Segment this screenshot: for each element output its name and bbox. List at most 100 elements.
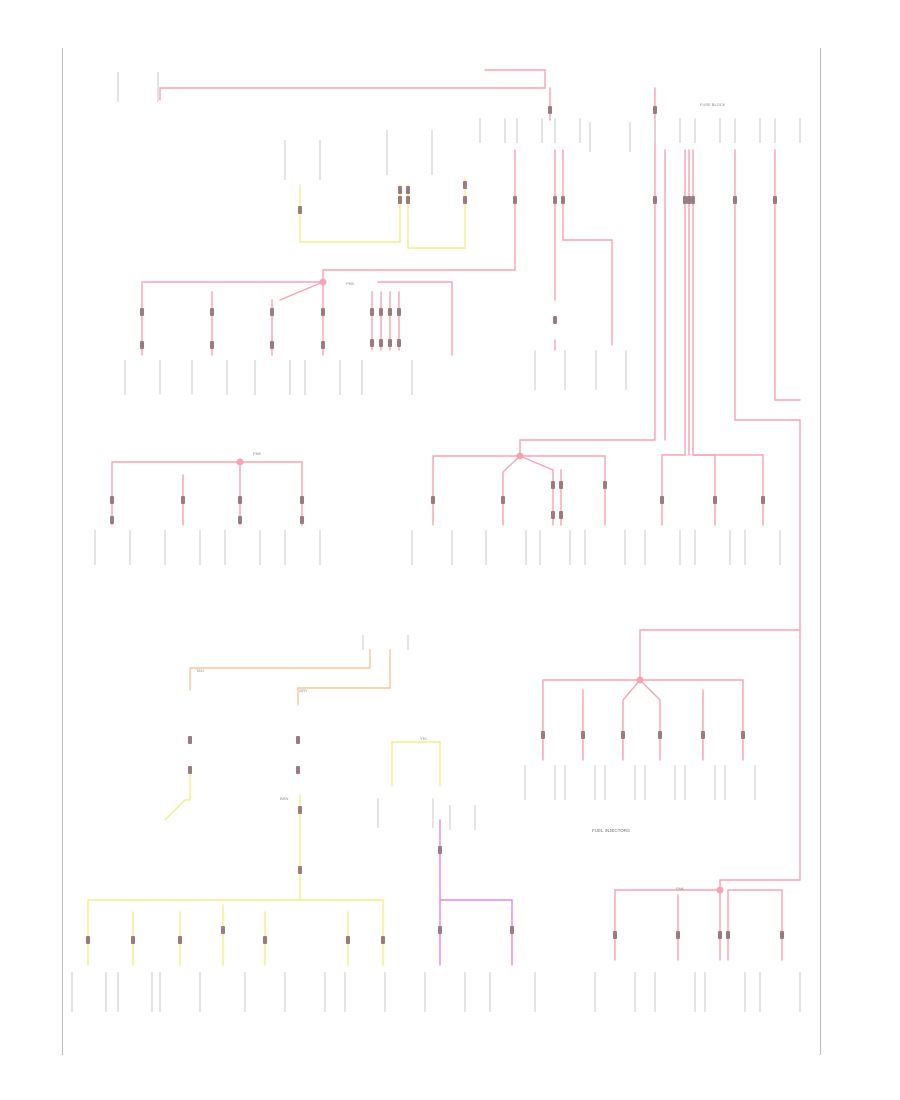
connector-8	[321, 341, 325, 349]
wire-splices	[236, 278, 724, 894]
connector-27	[733, 196, 737, 204]
red-wire-39	[692, 454, 716, 526]
red-wire-9	[141, 281, 324, 356]
red-wire-44	[622, 679, 641, 761]
connector-77	[398, 196, 402, 204]
connector-10	[379, 308, 383, 316]
connector-69	[676, 931, 680, 939]
left-frame-line	[62, 48, 63, 1055]
connector-35	[300, 516, 304, 524]
connector-36	[431, 496, 435, 504]
red-wire-45	[639, 679, 661, 761]
red-wire-53	[727, 889, 783, 961]
connector-59	[131, 936, 135, 944]
connector-50	[701, 731, 705, 739]
red-wire-41	[639, 629, 801, 681]
connector-70	[718, 931, 722, 939]
red-wire-34	[519, 455, 606, 526]
connector-57	[298, 866, 302, 874]
connector-64	[381, 936, 385, 944]
wire-color-label-yel: YEL	[420, 736, 428, 741]
connector-72	[780, 931, 784, 939]
connector-60	[178, 936, 182, 944]
connector-74	[398, 186, 402, 194]
connector-58	[86, 936, 90, 944]
connector-6	[270, 341, 274, 349]
connector-20	[561, 196, 565, 204]
connector-41	[559, 511, 563, 519]
red-wire-48	[719, 879, 801, 891]
connector-4	[210, 341, 214, 349]
red-wire-31	[239, 461, 303, 526]
red-power-wires	[111, 69, 801, 961]
connector-38	[551, 481, 555, 489]
connector-63	[346, 936, 350, 944]
red-wire-42	[542, 679, 641, 761]
connector-67	[510, 926, 514, 934]
connector-79	[463, 196, 467, 204]
red-wire-38	[661, 454, 686, 526]
connector-48	[621, 731, 625, 739]
connector-3	[210, 308, 214, 316]
connector-15	[388, 339, 392, 347]
connector-19	[553, 196, 557, 204]
red-wire-28	[111, 461, 241, 526]
wire-color-label-pnk-3: PNK	[676, 886, 685, 891]
red-wire-8	[322, 149, 516, 281]
red-wire-46	[639, 679, 744, 761]
wire-connectors	[86, 106, 784, 944]
yellow-wire-1	[299, 184, 401, 243]
red-wire-1	[159, 69, 546, 89]
connector-42	[603, 481, 607, 489]
connector-30	[181, 496, 185, 504]
connector-66	[438, 926, 442, 934]
red-wire-33	[502, 455, 521, 526]
connector-46	[541, 731, 545, 739]
connector-9	[370, 308, 374, 316]
connector-44	[713, 496, 717, 504]
connector-68	[613, 931, 617, 939]
red-wire-7	[519, 439, 656, 457]
connector-45	[761, 496, 765, 504]
connector-5	[270, 308, 274, 316]
orange-wire-2	[297, 649, 391, 706]
yellow-wire-2	[407, 177, 466, 249]
connector-40	[551, 511, 555, 519]
red-wire-14	[377, 281, 453, 356]
connector-54	[296, 736, 300, 744]
red-wire-27	[774, 149, 801, 401]
connector-25	[687, 196, 691, 204]
connector-37	[501, 496, 505, 504]
connector-2	[140, 341, 144, 349]
connector-7	[321, 308, 325, 316]
fuel-injectors-label: FUEL INJECTORS	[592, 828, 630, 833]
connector-62	[263, 936, 267, 944]
connector-33	[110, 516, 114, 524]
wire-color-label-pnk-1: PNK	[346, 281, 355, 286]
splice-4	[636, 676, 644, 684]
yellow-wire-3	[391, 741, 441, 786]
connector-23	[653, 196, 657, 204]
connector-73	[298, 206, 302, 214]
wire-color-label-pnk-2: PNK	[253, 451, 262, 456]
red-wire-32	[432, 455, 521, 526]
red-wire-49	[614, 889, 721, 961]
red-wire-13	[279, 281, 324, 301]
connector-78	[406, 196, 410, 204]
fuse-block-label: FUSE BLOCK	[700, 102, 726, 107]
splice-2	[236, 458, 244, 466]
splice-1	[319, 278, 327, 286]
red-wire-26	[734, 149, 801, 881]
connector-65	[438, 846, 442, 854]
red-wire-40	[692, 454, 764, 526]
connector-28	[773, 196, 777, 204]
connector-43	[660, 496, 664, 504]
connector-61	[221, 926, 225, 934]
connector-18	[548, 106, 552, 114]
connector-71	[726, 931, 730, 939]
right-frame-line	[820, 48, 821, 1055]
splice-5	[716, 886, 724, 894]
connector-29	[110, 496, 114, 504]
component-boxes	[71, 72, 801, 1012]
